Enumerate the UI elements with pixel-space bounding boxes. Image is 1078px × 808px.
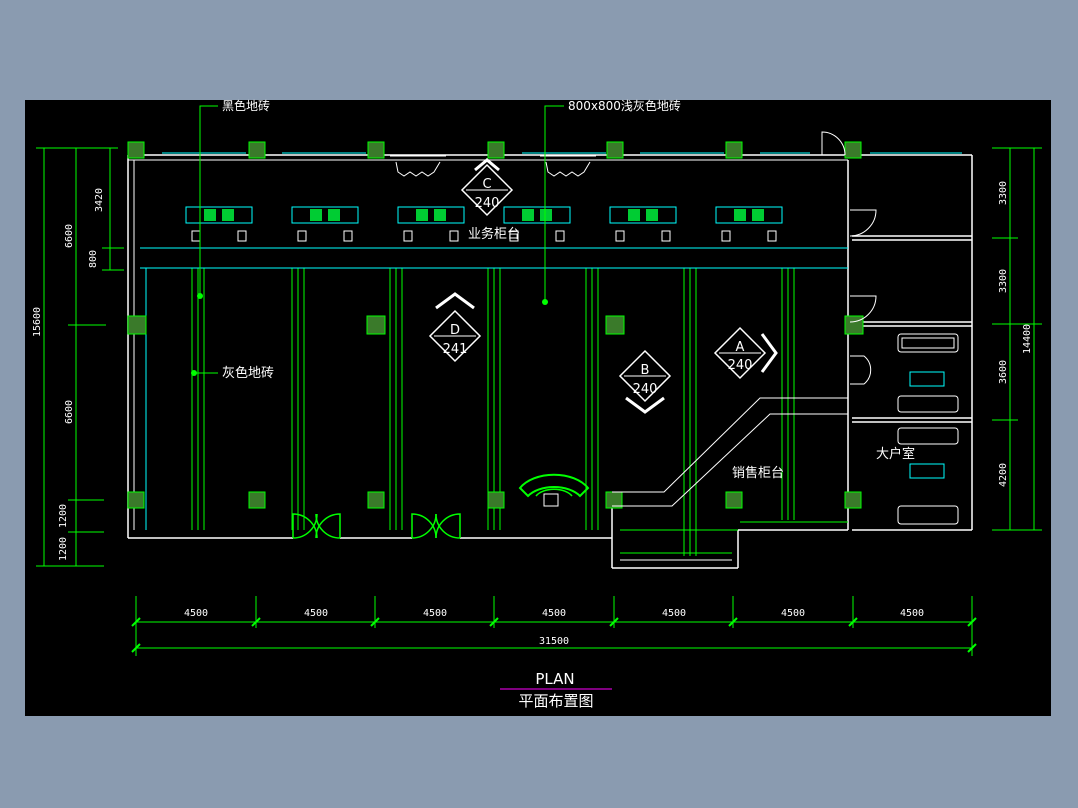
dim-right-4200: 4200 — [998, 463, 1009, 487]
dim-bottom-3: 4500 — [423, 608, 447, 619]
leader-lines — [194, 105, 564, 374]
dim-left-total: 15600 — [32, 307, 43, 337]
title-en: PLAN — [535, 670, 574, 688]
leader-dots — [191, 293, 548, 376]
dim-bottom-2: 4500 — [304, 608, 328, 619]
marker-a-letter: A — [736, 340, 745, 355]
marker-d-number: 241 — [443, 342, 468, 357]
marker-c-number: 240 — [475, 196, 500, 211]
right-dimension-values: 3300 3300 3600 4200 14400 — [998, 181, 1033, 487]
bottom-dimension-values: 4500 4500 4500 4500 4500 4500 4500 31500 — [184, 608, 924, 647]
entrance-canopies — [390, 155, 596, 177]
sales-counter — [612, 397, 848, 561]
label-sales-counter: 销售柜台 — [732, 465, 784, 481]
interior-doors — [821, 131, 877, 385]
marker-a-number: 240 — [728, 358, 753, 373]
dim-right-3300-b: 3300 — [998, 269, 1009, 293]
marker-c-letter: C — [482, 177, 491, 192]
marker-b-letter: B — [641, 363, 650, 378]
business-counter — [185, 206, 783, 242]
title-zh: 平面布置图 — [518, 692, 593, 710]
dim-right-3300-a: 3300 — [998, 181, 1009, 205]
dim-left-6600-bottom: 6600 — [64, 400, 75, 424]
right-dimension-lines — [992, 147, 1042, 531]
dim-left-1200-b: 1200 — [58, 537, 69, 561]
left-dimension-values: 3420 800 6600 6600 1200 1200 15600 — [32, 188, 105, 561]
counter-back-band — [140, 247, 848, 530]
floor-tile-strips — [191, 268, 795, 556]
reception-desk — [518, 473, 590, 507]
dim-bottom-6: 4500 — [781, 608, 805, 619]
section-marker-d: D 241 — [428, 292, 482, 363]
label-light-grey-tile: 800x800浅灰色地砖 — [568, 98, 681, 113]
desk-unit — [397, 206, 465, 242]
dim-left-1200-a: 1200 — [58, 504, 69, 528]
vip-room-furniture — [897, 333, 959, 525]
dim-left-800: 800 — [88, 250, 99, 268]
left-dimension-lines — [36, 147, 124, 567]
section-marker-b: B 240 — [618, 349, 672, 414]
drawing-canvas — [25, 100, 1051, 716]
marker-b-number: 240 — [633, 382, 658, 397]
dim-bottom-4: 4500 — [542, 608, 566, 619]
marker-d-letter: D — [450, 323, 460, 338]
dim-bottom-5: 4500 — [662, 608, 686, 619]
section-marker-a: A 240 — [713, 326, 778, 380]
desk-unit — [291, 206, 359, 242]
dim-right-3600: 3600 — [998, 360, 1009, 384]
label-grey-tile: 灰色地砖 — [222, 365, 274, 381]
section-marker-c: C 240 — [460, 158, 514, 217]
desk-unit — [609, 206, 677, 242]
desk-unit — [503, 206, 571, 242]
dim-left-3420: 3420 — [94, 188, 105, 212]
bottom-dimension-ticks — [131, 617, 977, 653]
desk-unit — [715, 206, 783, 242]
label-black-tile: 黑色地砖 — [222, 98, 270, 113]
desk-unit — [185, 206, 253, 242]
entrance-doors — [292, 513, 461, 539]
dim-bottom-1: 4500 — [184, 608, 208, 619]
label-business-counter: 业务柜台 — [468, 226, 520, 242]
label-vip-room: 大户室 — [876, 446, 915, 462]
dim-bottom-7: 4500 — [900, 608, 924, 619]
dim-left-6600-top: 6600 — [64, 224, 75, 248]
dim-bottom-total: 31500 — [539, 636, 569, 647]
dim-right-total: 14400 — [1022, 324, 1033, 354]
